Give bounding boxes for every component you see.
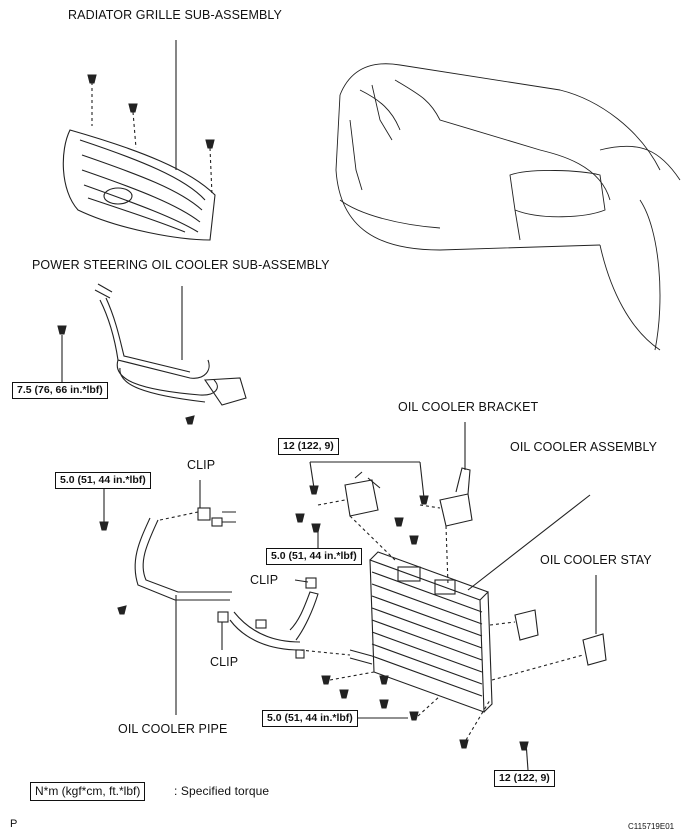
label-oil-cooler-assembly: OIL COOLER ASSEMBLY [510,440,658,454]
label-clip: CLIP [250,573,279,587]
label-oil-cooler-stay: OIL COOLER STAY [540,553,652,567]
oil-cooler-assembly-drawing [349,494,591,713]
label-oil-cooler-pipe: OIL COOLER PIPE [118,722,228,736]
label-clip: CLIP [210,655,239,669]
label-clip: CLIP [187,458,216,472]
page-letter: P [10,818,18,830]
torque-spec-pipe: 5.0 (51, 44 in.*lbf) [55,472,151,489]
torque-legend-text: : Specified torque [174,784,270,798]
radiator-grille-drawing [62,40,216,241]
torque-unit-legend-box: N*m (kgf*cm, ft.*lbf) [30,782,146,801]
ps-oil-cooler-drawing [57,283,247,425]
label-radiator-grille: RADIATOR GRILLE SUB-ASSEMBLY [68,8,282,22]
torque-spec-cooler-lower: 5.0 (51, 44 in.*lbf) [262,710,358,727]
oil-cooler-bracket-drawing [295,422,473,586]
torque-spec-bracket: 12 (122, 9) [278,438,339,455]
torque-spec-ps-cooler: 7.5 (76, 66 in.*lbf) [12,382,108,399]
lower-bolts-drawing [299,649,441,721]
vehicle-front-outline [335,63,681,351]
label-oil-cooler-bracket: OIL COOLER BRACKET [398,400,539,414]
oil-cooler-stay-drawing [459,575,607,771]
torque-spec-stay: 12 (122, 9) [494,770,555,787]
figure-id: C115719E01 [628,822,675,831]
torque-spec-bracket-bolt: 5.0 (51, 44 in.*lbf) [266,548,362,565]
oil-cooler-pipe-drawing [99,480,319,715]
label-ps-oil-cooler: POWER STEERING OIL COOLER SUB-ASSEMBLY [32,258,330,272]
